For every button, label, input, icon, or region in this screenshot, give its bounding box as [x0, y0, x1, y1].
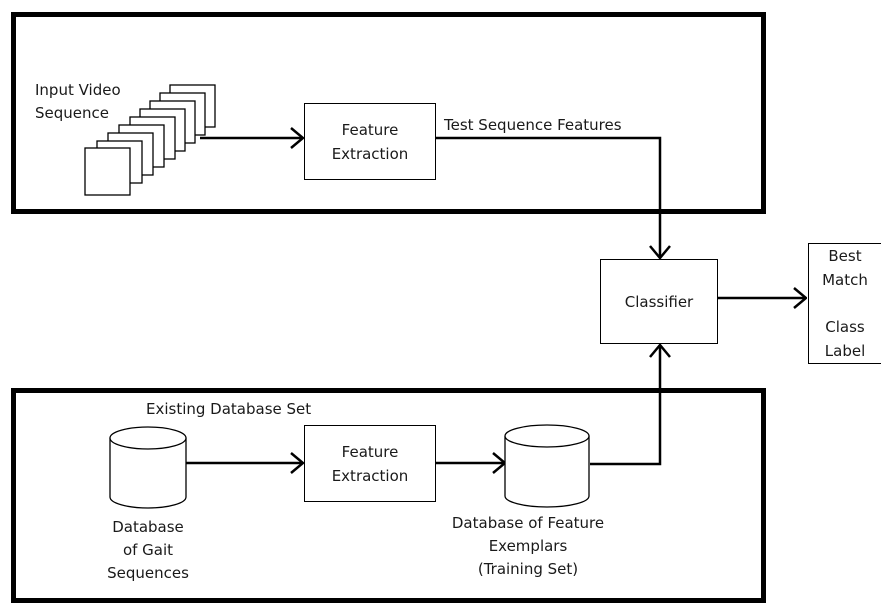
feature-extraction-bottom-line1: Feature: [341, 442, 399, 461]
gait-database-label-line3: Sequences: [107, 564, 189, 582]
best-match-output: Best Match Class Label: [808, 243, 881, 364]
exemplars-label-line1: Database of Feature: [451, 514, 605, 532]
existing-database-title: Existing Database Set: [146, 400, 312, 418]
classifier-box: Classifier: [600, 259, 718, 344]
feature-extraction-top-line1: Feature: [341, 120, 399, 139]
exemplars-label-line3: (Training Set): [477, 560, 579, 578]
gait-database-label: Database of Gait Sequences: [93, 516, 203, 585]
feature-extraction-top: Feature Extraction: [304, 103, 436, 180]
feature-extraction-top-line2: Extraction: [331, 144, 409, 163]
exemplars-database-label: Database of Feature Exemplars (Training …: [438, 512, 618, 581]
exemplars-label-line2: Exemplars: [488, 537, 568, 555]
gait-database-label-line1: Database: [112, 518, 184, 536]
arrow-exemplars-to-classifier: [590, 345, 660, 466]
output-line2: Match: [822, 271, 868, 289]
test-sequence-features-label: Test Sequence Features: [444, 116, 622, 134]
gait-database-label-line2: of Gait: [122, 541, 174, 559]
output-line1: Best: [828, 247, 862, 265]
arrow-test-features-to-classifier: [436, 136, 660, 258]
feature-extraction-bottom: Feature Extraction: [304, 425, 436, 502]
video-frame: [84, 147, 131, 196]
feature-extraction-bottom-line2: Extraction: [331, 466, 409, 485]
input-video-label-line1: Input Video: [35, 81, 121, 99]
output-line4: Label: [824, 342, 866, 360]
exemplars-database-icon: [504, 424, 590, 508]
output-line3: Class: [825, 318, 865, 336]
test-panel: [11, 12, 766, 214]
video-frames-icon: [84, 84, 216, 196]
diagram-connectors: [84, 84, 881, 509]
classifier-label: Classifier: [624, 292, 694, 311]
gait-database-icon: [109, 426, 187, 509]
input-video-label: Input Video Sequence: [35, 79, 121, 125]
input-video-label-line2: Sequence: [35, 104, 109, 122]
